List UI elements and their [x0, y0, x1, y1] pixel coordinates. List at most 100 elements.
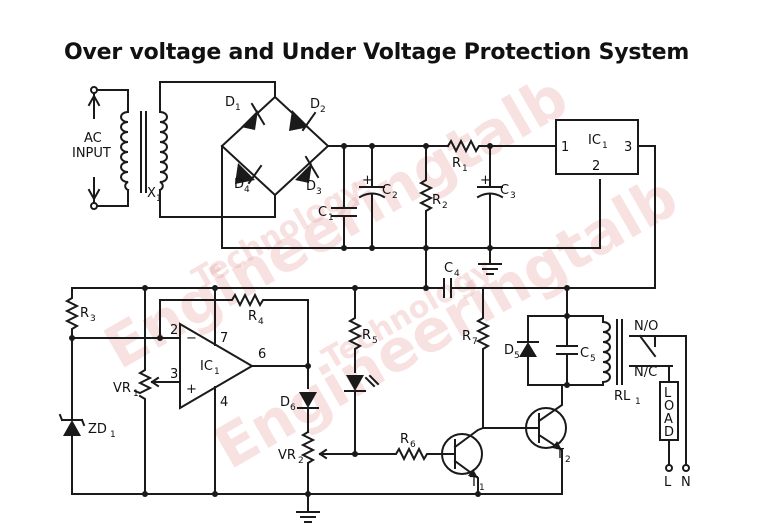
c4-sub: 4 [454, 269, 460, 279]
rl1-sub: 1 [635, 397, 641, 407]
diode-d1-symbol [241, 110, 258, 130]
load-letter-a: A [664, 412, 673, 427]
transformer-x1: X 1 [120, 81, 276, 218]
d1-sub: 1 [235, 103, 241, 113]
junction-dot [487, 245, 493, 251]
watermark-text-2: Engineeringtalb [93, 62, 579, 382]
r2-label: R [432, 193, 441, 208]
pot-vr1-wiper [150, 376, 161, 388]
zener-zd1: ZD 1 [58, 337, 116, 495]
capacitor-c5: C 5 [556, 315, 596, 386]
d6-label: D [280, 395, 290, 410]
relay-switch-arm [638, 334, 657, 358]
c5-label: C [580, 346, 589, 361]
ac-input-label-1: AC [84, 131, 102, 146]
zener-zd1-bar [58, 413, 86, 427]
bridge-rectifier: D 1 D 2 D 4 D 3 [220, 95, 345, 249]
diagram-title: Over voltage and Under Voltage Protectio… [64, 40, 690, 65]
r6-label: R [400, 432, 409, 447]
x1-sub: 1 [156, 194, 162, 204]
pot-vr2-symbol [300, 430, 316, 495]
r5-sub: 5 [372, 336, 378, 346]
c5-sub: 5 [590, 354, 596, 364]
wire-bridge-negative [221, 145, 345, 249]
d6-sub: 6 [290, 403, 296, 413]
opamp-sub: 1 [214, 367, 220, 377]
pot-vr2: VR 2 [278, 430, 357, 495]
t2-sub: 2 [565, 455, 571, 465]
opamp-pin-2: 2 [170, 323, 178, 338]
junction-dot [341, 245, 347, 251]
resistor-r6: R 6 [354, 432, 441, 462]
opamp-minus: − [186, 331, 197, 346]
resistor-r4: R 4 [159, 292, 309, 339]
capacitor-c5-symbol [556, 315, 578, 386]
diode-d5: D 5 [504, 315, 539, 386]
transformer-core [140, 111, 147, 193]
junction-dot [352, 285, 358, 291]
diode-d3-bar [304, 155, 320, 179]
wire-to-n [661, 335, 687, 466]
ac-input-label-2: INPUT [72, 146, 111, 161]
junction-dot [564, 285, 570, 291]
ground-top [478, 247, 502, 275]
opamp-pin-4: 4 [220, 395, 228, 410]
c2-sub: 2 [392, 191, 398, 201]
transistor-t2-leads [527, 384, 563, 495]
pot-vr1: VR 1 [113, 287, 181, 495]
pot-vr1-symbol [133, 287, 153, 495]
ic1-reg-sub: 1 [602, 141, 608, 151]
wire [159, 189, 276, 218]
resistor-r1: R 1 [446, 138, 557, 174]
junction-dot [475, 491, 481, 497]
load-letter-o: O [664, 399, 674, 414]
wire [96, 189, 129, 207]
opamp-pin-3: 3 [170, 367, 178, 382]
capacitor-c1-symbol [331, 145, 357, 249]
t1-label: T [469, 475, 478, 490]
r5-label: R [362, 328, 371, 343]
junction-dot [369, 245, 375, 251]
ic-pin-2: 2 [592, 159, 600, 174]
transistor-t1-leads [439, 426, 485, 495]
opamp-pin-6: 6 [258, 347, 266, 362]
ground-bottom [296, 493, 320, 523]
diode-d1-bar [250, 102, 266, 126]
d1-label: D [225, 95, 235, 110]
r7-sub: 7 [472, 337, 478, 347]
resistor-r5: R 5 [347, 287, 378, 373]
capacitor-c2-symbol [358, 145, 386, 249]
resistor-r7-symbol [475, 287, 491, 429]
d2-label: D [310, 97, 320, 112]
diode-d2-symbol [289, 110, 309, 131]
diode-d2-bar [301, 111, 317, 132]
zd1-label: ZD [88, 422, 107, 437]
junction-dot [212, 285, 218, 291]
transistor-t2-arrow [552, 441, 562, 450]
junction-dot [487, 143, 493, 149]
led [344, 374, 380, 455]
r2-sub: 2 [442, 201, 448, 211]
led-symbol [346, 375, 364, 391]
resistor-r4-symbol [159, 292, 309, 308]
diode-d4: D 4 [234, 163, 263, 195]
c1-label: C [318, 205, 327, 220]
c1-sub: 1 [328, 213, 334, 223]
diode-d4-bar [247, 164, 263, 185]
resistor-r5-symbol [347, 287, 363, 373]
diode-d5-symbol [519, 342, 537, 357]
diode-d2: D 2 [289, 97, 326, 132]
relay-rl1: RL 1 N/O N/C [602, 315, 687, 466]
pot-vr2-wiper [318, 448, 357, 460]
led-light-icon [364, 374, 380, 388]
r7-label: R [462, 329, 471, 344]
d4-sub: 4 [244, 185, 250, 195]
c3-plus: + [480, 173, 491, 188]
relay-contacts [629, 335, 663, 367]
terminal-n [682, 464, 690, 472]
load: L O A D L N [659, 365, 691, 490]
opamp-plus: + [186, 382, 197, 397]
ic1-reg-label: IC [588, 133, 601, 148]
c3-label: C [500, 183, 509, 198]
c2-plus: + [362, 173, 373, 188]
